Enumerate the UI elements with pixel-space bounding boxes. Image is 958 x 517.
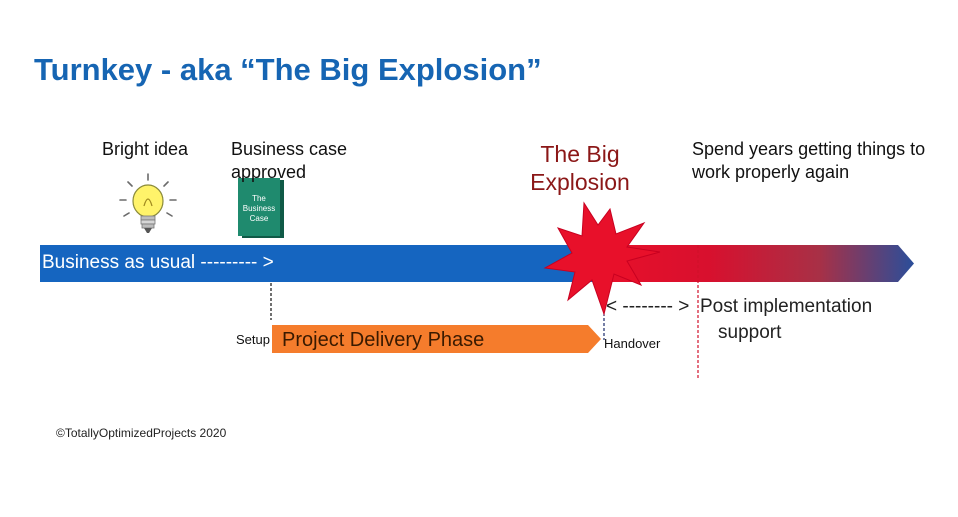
big-explosion-label-line1: The Big xyxy=(540,141,620,167)
post-implementation-arrow: < -------- > xyxy=(606,296,690,317)
bright-idea-label: Bright idea xyxy=(102,139,189,159)
project-delivery-arrow xyxy=(272,325,601,353)
book-title-line1: The xyxy=(252,194,266,203)
post-implementation-label-line1: Post implementation xyxy=(700,296,873,317)
copyright-notice: ©TotallyOptimizedProjects 2020 xyxy=(56,426,227,440)
business-as-usual-label: Business as usual --------- > xyxy=(42,252,274,273)
post-implementation-label-line2: support xyxy=(718,322,782,343)
business-as-usual-bar xyxy=(40,245,600,282)
business-case-book-icon: The Business Case xyxy=(238,178,286,238)
page-title: Turnkey - aka “The Big Explosion” xyxy=(34,52,542,87)
business-case-label-line1: Business case xyxy=(231,139,348,159)
spend-years-label-line1: Spend years getting things to xyxy=(692,139,926,159)
post-explosion-bar xyxy=(598,245,914,282)
big-explosion-label-line2: Explosion xyxy=(530,169,630,195)
book-title-line2: Business xyxy=(242,204,276,213)
setup-label: Setup xyxy=(236,332,270,347)
big-explosion-label: The Big Explosion xyxy=(520,140,640,196)
lightbulb-icon xyxy=(119,173,177,233)
spend-years-label-line2: work properly again xyxy=(692,162,850,182)
project-delivery-label: Project Delivery Phase xyxy=(282,329,485,351)
explosion-starburst-icon xyxy=(543,201,661,316)
book-title-line3: Case xyxy=(249,214,269,223)
handover-label: Handover xyxy=(604,336,661,351)
business-case-label-line2: approved xyxy=(231,162,307,182)
